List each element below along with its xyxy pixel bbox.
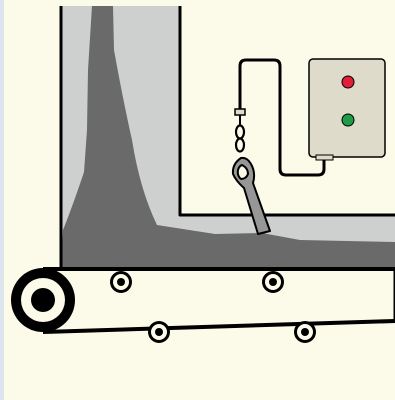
drive-roller[interactable] [11,268,75,332]
chain-anchor [234,108,246,116]
red-light-button[interactable] [341,75,355,89]
grab-hook[interactable] [231,156,271,235]
idler-roller-bottom-2[interactable] [294,321,316,343]
bulk-material [61,6,395,270]
hanging-tool[interactable] [231,108,271,235]
idler-roller-top-1[interactable] [110,271,132,293]
idler-roller-bottom-1[interactable] [148,321,170,343]
idler-roller-hub [269,278,277,286]
control-box[interactable] [238,58,386,177]
drive-roller-hub [31,288,55,312]
idler-roller-hub [155,328,163,336]
left-edge [0,0,4,400]
idler-roller-hub [117,278,125,286]
idler-roller-hub [301,328,309,336]
chain-link [234,137,246,153]
power-cable [238,58,326,177]
belt-bottom-edge [42,319,395,334]
idler-roller-top-2[interactable] [262,271,284,293]
conveyor-belt [11,267,395,343]
control-box-panel[interactable] [308,58,386,158]
cable-connector [315,154,334,161]
green-light-button[interactable] [341,113,355,127]
